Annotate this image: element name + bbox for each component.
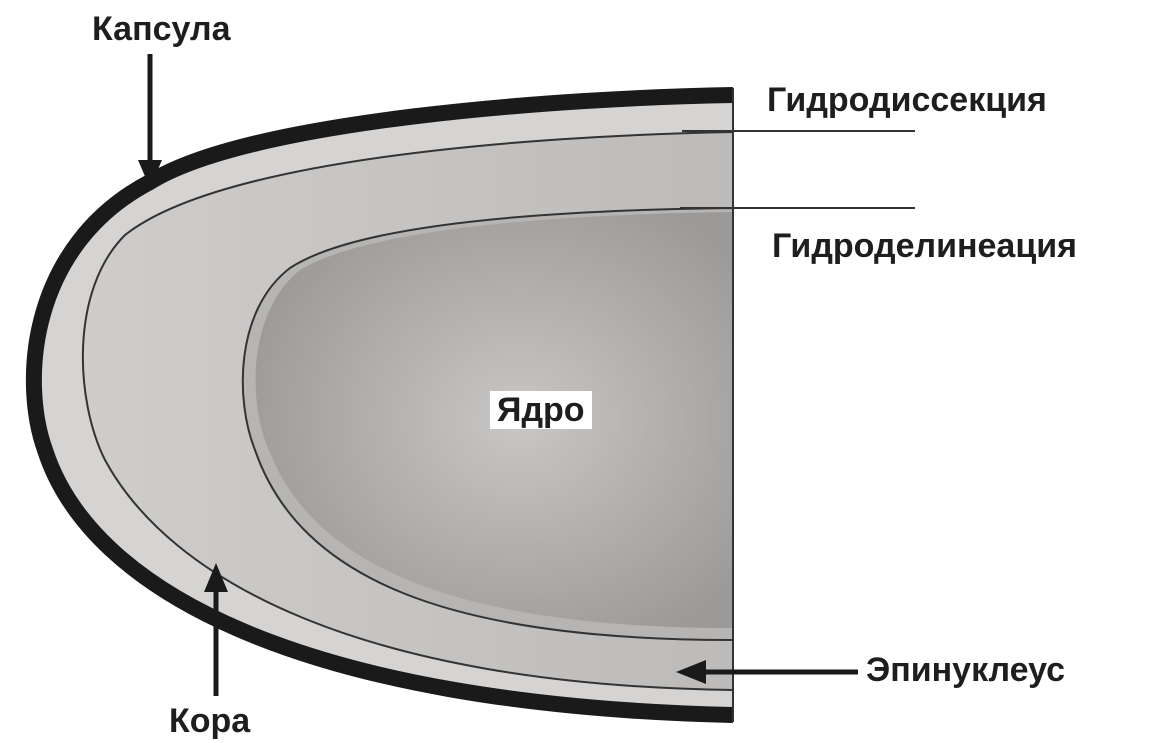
hydrodelineation-label: Гидроделинеация bbox=[772, 229, 1077, 263]
cortex-label: Кора bbox=[169, 704, 250, 738]
capsule-label: Капсула bbox=[92, 12, 231, 46]
epinucleus-label: Эпинуклеус bbox=[866, 653, 1065, 687]
nucleus-label: Ядро bbox=[490, 391, 592, 429]
hydrodissection-label: Гидродиссекция bbox=[767, 83, 1047, 117]
capsule-arrow bbox=[138, 54, 162, 188]
epinucleus-arrow bbox=[676, 660, 858, 684]
